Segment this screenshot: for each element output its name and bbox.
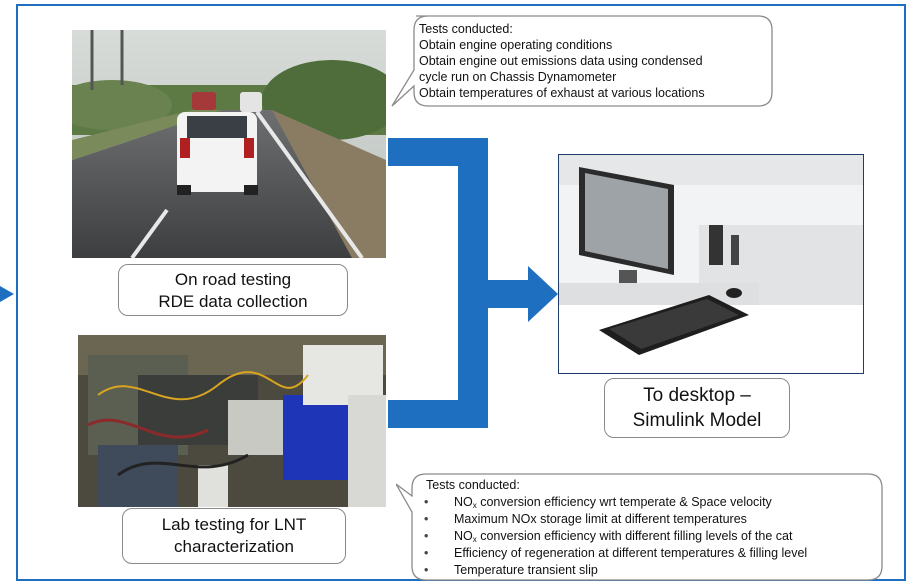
top-callout-line: Obtain temperatures of exhaust at variou… xyxy=(419,86,705,100)
bottom-callout-title: Tests conducted: xyxy=(426,478,520,492)
desktop-label: To desktop – Simulink Model xyxy=(604,378,790,438)
incoming-arrow-icon xyxy=(0,286,14,302)
lab-testing-photo xyxy=(78,335,386,507)
top-callout-line: Obtain engine out emissions data using c… xyxy=(419,54,703,68)
top-callout-line: cycle run on Chassis Dynamometer xyxy=(419,70,617,84)
lab-testing-label: Lab testing for LNT characterization xyxy=(122,508,346,564)
bottom-tests-callout: Tests conducted: • NOx conversion effici… xyxy=(396,472,886,582)
callout-bubble-icon xyxy=(396,473,883,581)
top-callout-title: Tests conducted: xyxy=(419,22,513,36)
top-callout-line: Obtain engine operating conditions xyxy=(419,38,613,52)
road-testing-label: On road testing RDE data collection xyxy=(118,264,348,316)
callout-bubble-icon xyxy=(391,15,773,107)
desktop-computer-photo xyxy=(558,154,864,374)
right-arrow-icon xyxy=(528,266,558,322)
top-tests-callout: Tests conducted: Obtain engine operating… xyxy=(388,14,776,110)
road-testing-photo xyxy=(72,30,386,258)
